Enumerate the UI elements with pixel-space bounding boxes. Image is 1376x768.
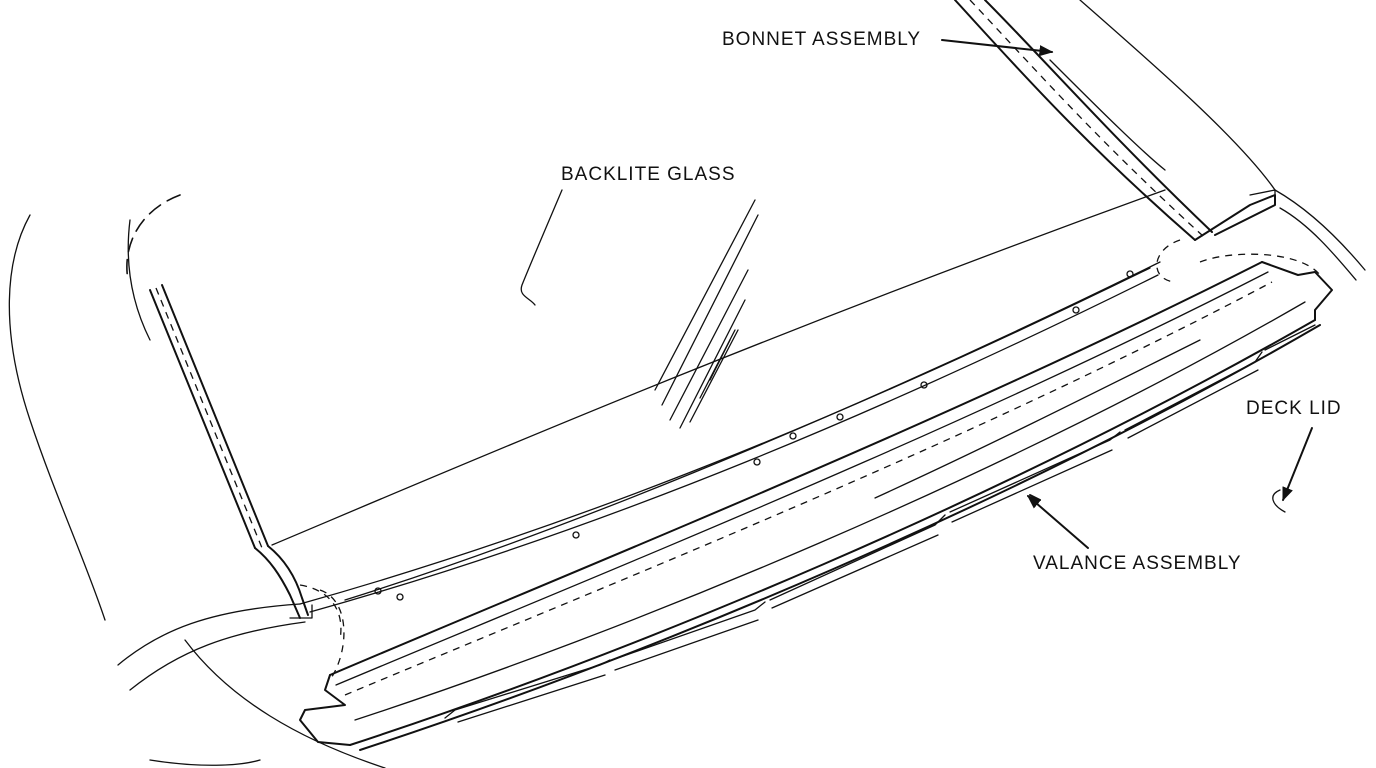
backlite-glass-pane	[271, 189, 1166, 613]
label-valance-assembly: VALANCE ASSEMBLY	[1033, 553, 1242, 574]
label-bonnet-assembly: BONNET ASSEMBLY	[722, 29, 922, 50]
bonnet-rail	[954, 0, 1366, 283]
retainer-strip	[344, 261, 1161, 601]
body-side-contours	[8, 194, 386, 768]
label-deck-lid: DECK LID	[1246, 398, 1342, 419]
label-backlite-glass: BACKLITE GLASS	[561, 164, 736, 185]
callout-leaders	[941, 39, 1313, 549]
left-pillar-foot	[254, 545, 345, 681]
valance-body	[299, 261, 1333, 751]
